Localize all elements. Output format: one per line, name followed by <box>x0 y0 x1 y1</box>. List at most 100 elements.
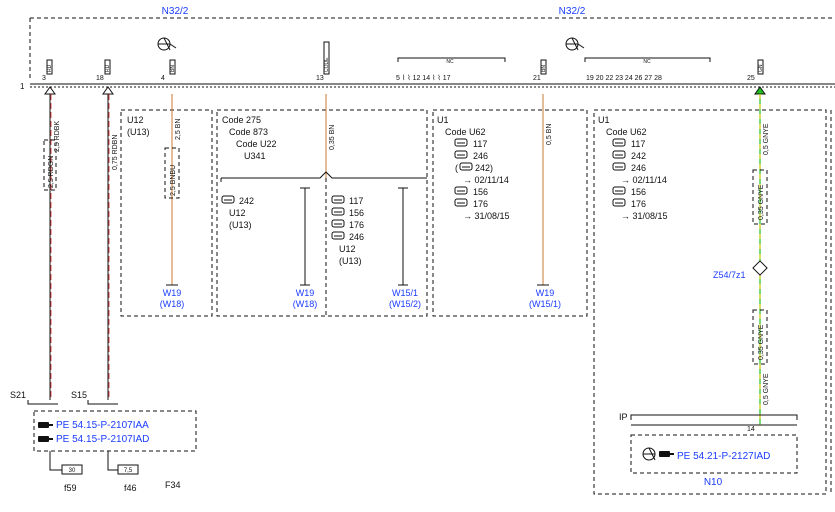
connector-triangle-icon <box>754 86 766 95</box>
module-label: N10 <box>704 477 723 488</box>
variant-label: (U13) <box>127 127 150 137</box>
fuse-value: 7,5 <box>124 468 133 474</box>
nc-pin-numbers: 5 ⌇ ⌇ 12 14 ⌇ ⌇ 17 <box>396 74 451 82</box>
connector-triangle-icon <box>44 86 56 95</box>
fuse-lead <box>49 451 62 471</box>
ground-ref: (W18) <box>160 299 185 309</box>
hand-pointer-icon <box>38 436 53 442</box>
variant-label: U1 <box>598 115 610 125</box>
pin-socket <box>540 59 547 75</box>
code-label: Code 873 <box>229 127 268 137</box>
car-icon <box>454 186 468 195</box>
module-label-right: N32/2 <box>559 6 586 17</box>
fuse-block-box <box>33 410 197 452</box>
car-icon <box>612 198 626 207</box>
variant-item: 176 <box>349 220 364 230</box>
car-icon <box>454 150 468 159</box>
wire-label: 0,35 BN <box>329 125 336 150</box>
fuse-value: 30 <box>69 468 76 474</box>
ground-ref: W19 <box>163 288 182 298</box>
fuse-label: f59 <box>64 483 77 493</box>
variant-item: 156 <box>349 208 364 218</box>
code-label: Code U62 <box>445 127 486 137</box>
wire-label: 0,35 GNYE <box>758 324 765 360</box>
pin-label: RD <box>105 64 111 72</box>
car-icon <box>612 138 626 147</box>
switch-label: S21 <box>10 390 26 400</box>
variant-box-u12 <box>120 109 213 317</box>
variant-item: 156 <box>473 187 488 197</box>
fuse-symbol <box>61 464 83 475</box>
pin-socket <box>46 59 53 75</box>
variant-item: (U13) <box>229 220 252 230</box>
code-label: Code U22 <box>236 139 277 149</box>
car-icon <box>459 162 473 171</box>
car-icon <box>221 195 235 204</box>
pin-number: 13 <box>316 75 324 82</box>
pin-socket <box>757 59 764 75</box>
pin-number: 14 <box>747 426 755 433</box>
variant-item: 156 <box>631 187 646 197</box>
car-icon <box>454 198 468 207</box>
variant-item: → 02/11/14 <box>621 175 667 185</box>
module-label-left: N32/2 <box>162 6 189 17</box>
ip-label: IP <box>619 412 628 422</box>
wire-label: 0,5 GNYE <box>763 123 770 155</box>
code-label: Code 275 <box>222 115 261 125</box>
splice-diamond-icon <box>752 260 768 276</box>
wire-label-box <box>752 309 768 365</box>
variant-item: 246 <box>349 232 364 242</box>
ground-ref: W15/1 <box>392 288 418 298</box>
variant-item: U12 <box>229 208 246 218</box>
fuse-label: f46 <box>124 483 137 493</box>
ground-symbol-icon <box>565 37 585 51</box>
car-icon <box>612 162 626 171</box>
pin-label: BN <box>170 65 176 72</box>
ref-link[interactable]: PE 54.21-P-2127IAD <box>677 451 770 462</box>
nc-label: NC <box>446 59 454 65</box>
variant-item: 242) <box>475 163 493 173</box>
car-icon <box>331 207 345 216</box>
wire-label-box <box>752 169 768 225</box>
pin-label: GN <box>758 64 764 72</box>
hand-pointer-icon <box>659 451 674 457</box>
variant-item: 176 <box>631 199 646 209</box>
pin-number: 3 <box>42 75 46 82</box>
ground-ref: W19 <box>536 288 555 298</box>
variant-box-u1 <box>432 109 588 317</box>
wire-label: 2,5 BN <box>175 119 182 140</box>
code-label: U341 <box>244 151 266 161</box>
variant-item: → 31/08/15 <box>621 211 668 221</box>
variant-item: 242 <box>239 196 254 206</box>
bus-number: 1 <box>20 82 25 91</box>
car-icon <box>612 186 626 195</box>
wire-label: 0,75 RDBN <box>112 135 119 170</box>
wire-label: 2,5 RDGN <box>48 156 55 188</box>
variant-item: 117 <box>631 139 645 149</box>
variant-item: → 31/08/15 <box>463 211 510 221</box>
connector-triangle-icon <box>102 86 114 95</box>
switch-bracket <box>87 400 118 405</box>
car-icon <box>331 231 345 240</box>
ref-link[interactable]: PE 54.15-P-2107IAA <box>56 420 149 431</box>
variant-item: 246 <box>473 151 488 161</box>
ground-ref: (W15/2) <box>389 299 421 309</box>
variant-box-code <box>216 109 428 317</box>
pin-socket <box>323 41 330 75</box>
nc-bracket <box>397 57 506 62</box>
pin-number: 18 <box>96 75 104 82</box>
wire-label-box <box>43 139 57 191</box>
code-label: Code U62 <box>606 127 647 137</box>
car-icon <box>331 219 345 228</box>
variant-item: → 02/11/14 <box>463 175 509 185</box>
wire-label: 0,35 GNYE <box>758 184 765 220</box>
ref-link[interactable]: PE 54.15-P-2107IAD <box>56 434 149 445</box>
splice-label: Z54/7z1 <box>713 270 746 280</box>
variant-item: 117 <box>473 139 487 149</box>
pin-number: 25 <box>747 75 755 82</box>
wire-label: 2,5 BNBU <box>170 165 177 196</box>
pin-socket <box>169 59 176 75</box>
fuse-lead <box>107 451 118 471</box>
branch-bracket <box>220 171 427 182</box>
wire-label: 2,5 RDBK <box>54 121 61 152</box>
